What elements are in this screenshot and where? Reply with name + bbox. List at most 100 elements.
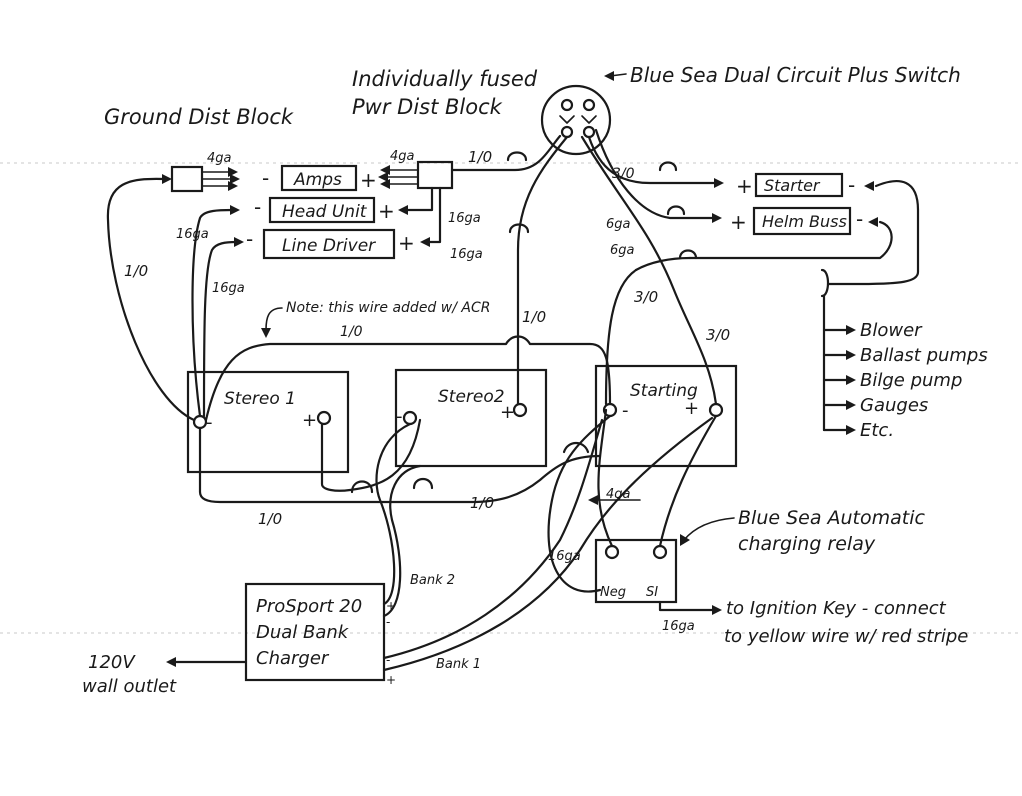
wire-pwr-block-to-switch [450, 134, 562, 172]
line-driver-label: Line Driver [282, 236, 376, 256]
outlet-line1: 120V [88, 652, 136, 673]
switch-title: Blue Sea Dual Circuit Plus Switch [630, 63, 961, 87]
load-ballast-pumps: Ballast pumps [860, 345, 988, 366]
acr-title-line2: charging relay [738, 533, 876, 555]
wire-label: 1/0 [340, 324, 363, 340]
plus-sign: + [378, 199, 395, 223]
note-pointer [265, 307, 283, 331]
minus-sign: - [856, 207, 863, 231]
arrow-icon [680, 534, 690, 546]
starter-box [754, 172, 844, 198]
wire-label: 6ga [610, 243, 635, 258]
arrow-icon [846, 375, 856, 385]
starting-pos-post [708, 402, 724, 418]
ground-block-leads [201, 171, 235, 187]
stereo1-label: Stereo 1 [224, 389, 296, 409]
wire-acr-to-starting-neg [597, 408, 614, 548]
stereo2-label: Stereo2 [438, 387, 505, 407]
minus-sign: - [254, 195, 261, 219]
plus-sign: + [736, 174, 753, 198]
wire-label: 4ga [207, 151, 232, 166]
head-unit-label: Head Unit [282, 202, 368, 222]
ground-dist-block [170, 165, 204, 193]
wire-acr-neg-loop [547, 414, 612, 593]
stereo2-pos-post [512, 402, 528, 418]
wire-label: 16ga [176, 227, 209, 242]
stereo1-pos-post [316, 410, 332, 426]
wire-head-unit-feed [402, 186, 434, 212]
arrow-icon [864, 181, 874, 191]
arrow-icon [398, 205, 408, 215]
ignition-line2: to yellow wire w/ red stripe [724, 626, 968, 647]
wire-hop [350, 480, 374, 494]
acr-pointer [683, 517, 735, 541]
wire-label: 1/0 [258, 510, 282, 528]
plus-sign: + [360, 168, 377, 192]
wire-hop [678, 249, 698, 260]
wire-label: 1/0 [124, 262, 148, 280]
wire-label: 16ga [212, 281, 245, 296]
wire-bank1-pos [382, 416, 714, 672]
wire-label: 4ga [390, 149, 415, 164]
acr-post-left [604, 544, 620, 560]
minus-sign: - [622, 400, 629, 421]
amps-box [280, 164, 358, 192]
helm-buss-label: Helm Buss [762, 212, 847, 231]
arrow-icon [162, 174, 172, 184]
arrow-icon [712, 605, 722, 615]
load-blower: Blower [860, 320, 923, 341]
stereo2-neg-post [402, 410, 418, 426]
power-block-leads [383, 169, 419, 185]
acr-si-label: SI [646, 585, 658, 600]
battery-stereo1 [186, 370, 350, 474]
amps-label: Amps [293, 170, 342, 190]
battery-starting [594, 364, 738, 468]
wire-hop [666, 205, 686, 216]
wire-label: 16ga [448, 211, 481, 226]
arrow-icon [868, 217, 878, 227]
acr-box [594, 538, 678, 604]
wire-neg-bus-to-starting [604, 268, 638, 406]
wire-bank2-pos [375, 422, 412, 606]
helm-buss-box [752, 206, 852, 236]
plus-sign: + [684, 398, 699, 419]
minus-sign: - [396, 406, 403, 427]
arrow-icon [714, 178, 724, 188]
wire-stereo1-pos-jumper [320, 418, 422, 492]
starting-label: Starting [630, 381, 698, 401]
note-label: Note: this wire added w/ ACR [286, 300, 490, 316]
arrow-icon [588, 495, 598, 505]
wire-hop [412, 477, 434, 490]
minus-sign: - [386, 615, 390, 629]
minus-sign: - [848, 173, 855, 197]
load-etc: Etc. [860, 420, 894, 441]
wire-acr-to-starting-pos [658, 414, 718, 548]
wire-bank1-neg [382, 418, 604, 660]
plus-sign: + [386, 599, 396, 613]
wire-starter-ground [826, 180, 920, 286]
bank2-label: Bank 2 [410, 573, 455, 588]
wire-si-to-ignition [658, 600, 714, 612]
arrow-icon [166, 657, 176, 667]
wire-label: 16ga [662, 619, 695, 634]
pwr-dist-title-line1: Individually fused [352, 67, 538, 91]
ground-dist-block-title: Ground Dist Block [104, 105, 294, 129]
wire-hop [506, 151, 528, 162]
arrow-icon [846, 400, 856, 410]
wire-bank2-neg [382, 464, 422, 618]
arrow-icon [846, 350, 856, 360]
plus-sign: + [302, 410, 317, 431]
acr-neg-label: Neg [600, 585, 626, 600]
wire-hop [508, 223, 530, 234]
wire-switch-to-stereo2 [516, 135, 569, 406]
arrow-icon [228, 181, 238, 191]
minus-sign: - [246, 227, 253, 251]
minus-sign: - [262, 166, 269, 190]
pwr-dist-title-line2: Pwr Dist Block [352, 95, 503, 119]
arrow-icon [230, 205, 240, 215]
minus-sign: - [386, 653, 390, 667]
wire-line-driver-ground [202, 240, 238, 418]
wire-bottom-neg-loop [198, 426, 602, 504]
wire-label: 1/0 [468, 148, 492, 166]
